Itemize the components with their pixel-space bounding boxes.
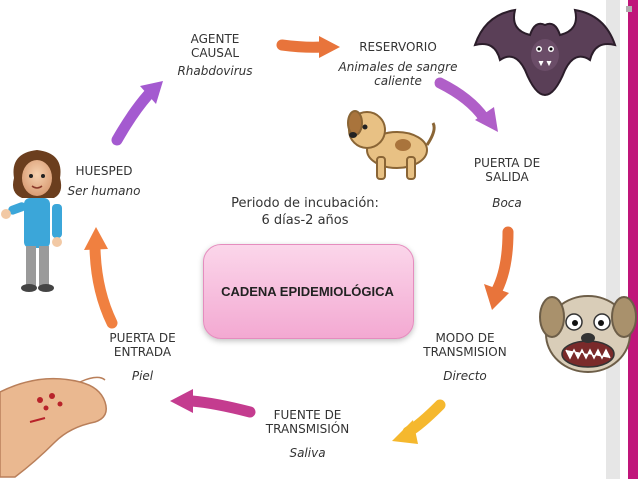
corner-marker: [626, 6, 632, 12]
arrow-entrada-huesped: [84, 227, 118, 329]
node-puerta-salida: PUERTA DE SALIDA Boca: [462, 156, 552, 210]
salida-title-line2: SALIDA: [485, 170, 529, 184]
modo-title-line1: MODO DE: [435, 331, 495, 345]
arrow-huesped-agente: [111, 81, 163, 146]
arrow-agente-reservorio: [276, 36, 340, 58]
huesped-title: HUESPED: [75, 164, 133, 178]
fuente-value: Saliva: [289, 446, 326, 460]
agente-title-line1: AGENTE: [190, 32, 240, 46]
rabid-dog-illustration: [539, 295, 637, 373]
sidebar-white-band: [620, 0, 628, 479]
huesped-value: Ser humano: [67, 184, 141, 198]
entrada-value: Piel: [131, 369, 154, 383]
node-fuente-transmision: FUENTE DE TRANSMISIÓN Saliva: [250, 408, 365, 460]
incubation-value: 6 días-2 años: [261, 213, 349, 228]
salida-value: Boca: [492, 196, 522, 210]
bitten-hand-illustration: [0, 376, 107, 478]
reservorio-title: RESERVORIO: [359, 40, 437, 54]
node-reservorio: RESERVORIO Animales de sangre caliente: [328, 40, 468, 88]
salida-title-line1: PUERTA DE: [473, 156, 541, 170]
arrow-reservorio-salida: [434, 77, 498, 132]
dog-illustration: [347, 110, 436, 180]
agente-title-line2: CAUSAL: [190, 46, 240, 60]
entrada-title-line1: PUERTA DE: [109, 331, 176, 345]
fuente-title-line2: TRANSMISIÓN: [265, 422, 350, 436]
reservorio-value-line1: Animales de sangre: [338, 60, 458, 74]
node-huesped: HUESPED Ser humano: [58, 164, 150, 198]
entrada-title-line2: ENTRADA: [113, 345, 172, 359]
fuente-title-line1: FUENTE DE: [273, 408, 342, 422]
incubation-period: Periodo de incubación: 6 días-2 años: [215, 195, 395, 229]
arrow-fuente-entrada: [170, 389, 256, 418]
modo-title-line2: TRANSMISION: [423, 345, 507, 359]
agente-value: Rhabdovirus: [177, 64, 253, 78]
center-box: [203, 244, 414, 339]
bat-illustration: [473, 8, 617, 97]
human-illustration: [1, 150, 62, 292]
reservorio-value-line2: caliente: [374, 74, 422, 88]
modo-value: Directo: [443, 369, 487, 383]
node-puerta-entrada: PUERTA DE ENTRADA Piel: [95, 331, 190, 383]
node-modo-transmision: MODO DE TRANSMISION Directo: [410, 331, 520, 383]
incubation-label: Periodo de incubación:: [231, 196, 379, 211]
sidebar-accent-band: [628, 0, 638, 479]
arrow-modo-fuente: [392, 399, 446, 444]
center-label: CADENA EPIDEMIOLÓGICA: [221, 284, 394, 299]
arrow-salida-modo: [484, 226, 514, 310]
node-agente-causal: AGENTE CAUSAL Rhabdovirus: [160, 32, 270, 78]
